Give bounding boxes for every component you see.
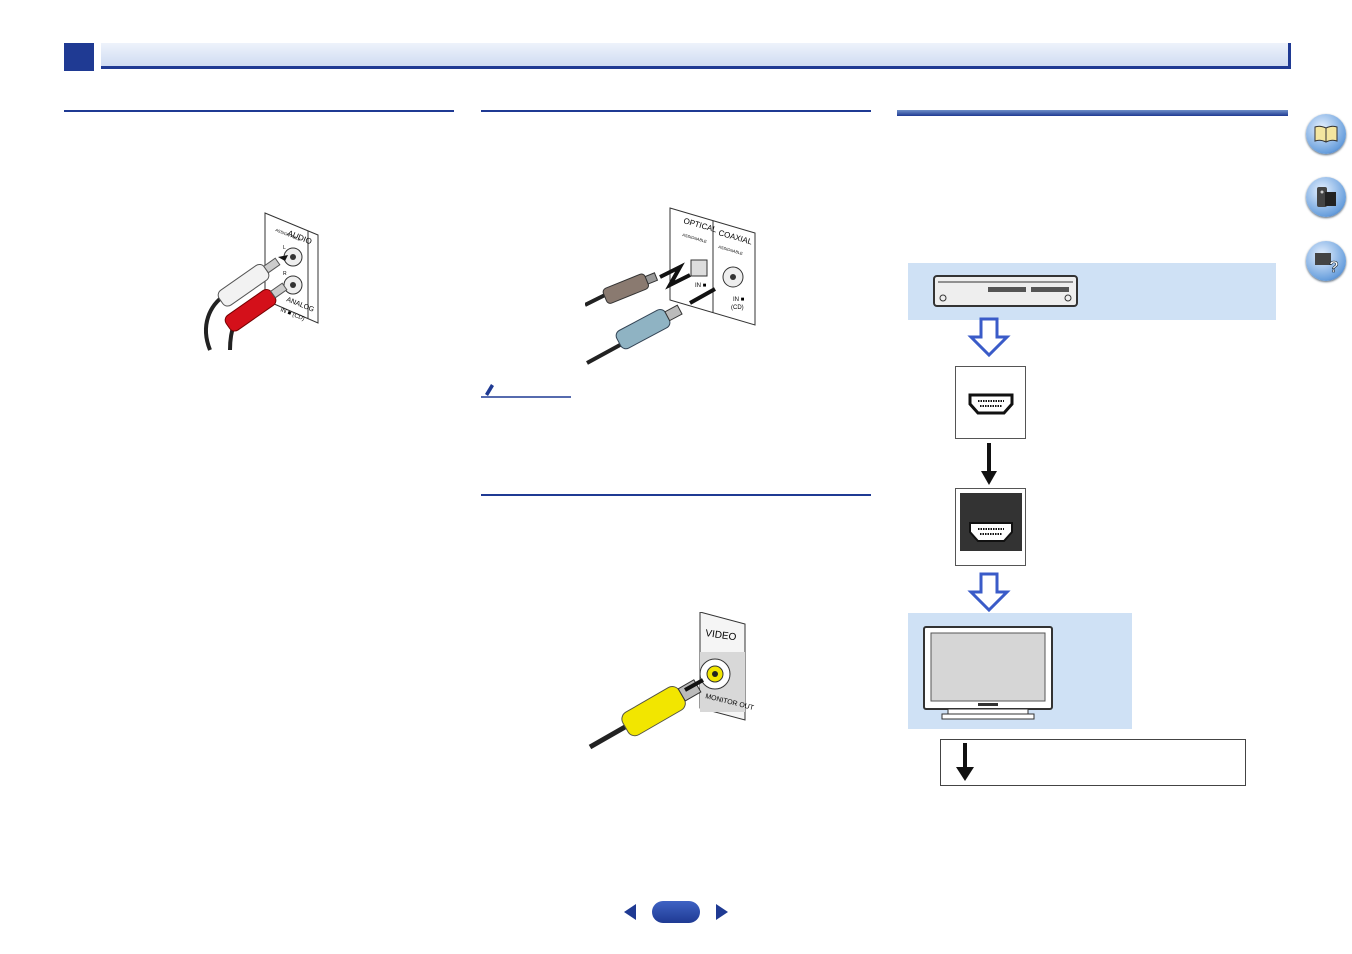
- optical-in-label: IN ■: [695, 283, 707, 289]
- section-rule-digital-audio: [481, 110, 871, 112]
- video-illustration: VIDEO MONITOR OUT: [585, 611, 755, 752]
- prev-page-button[interactable]: [622, 902, 638, 927]
- coaxial-assignable-label: ASSIGNABLE: [718, 244, 744, 256]
- audio-r-label: R: [283, 271, 287, 277]
- chapter-title-bar: [101, 43, 1291, 69]
- coaxial-cd-label: (CD): [731, 305, 744, 311]
- section-rule-video: [481, 494, 871, 496]
- book-icon[interactable]: [1306, 114, 1346, 154]
- section-rule-flow: [897, 110, 1288, 116]
- source-device-row: [908, 263, 1276, 320]
- video-label: VIDEO: [705, 628, 738, 643]
- audio-l-label: L: [283, 245, 286, 251]
- remote-icon[interactable]: [1306, 177, 1346, 217]
- coaxial-in-label: IN ■: [733, 297, 745, 303]
- note-icon: [481, 380, 571, 400]
- arrow-down-2: [956, 743, 974, 781]
- arrow-down-hollow-2: [967, 572, 1011, 613]
- tv-icon: [923, 626, 1053, 720]
- arrow-down-1: [981, 443, 997, 485]
- arrow-down-hollow-1: [967, 317, 1011, 358]
- section-rule-analog-audio: [64, 110, 454, 112]
- hdmi-port-icon-receiver: [969, 522, 1013, 542]
- digital-audio-illustration: OPTICAL ASSIGNABLE COAXIAL ASSIGNABLE IN…: [584, 205, 760, 365]
- next-step-box: [940, 739, 1246, 786]
- hdmi-in-connector-box: [955, 488, 1026, 566]
- next-page-button[interactable]: [714, 902, 730, 927]
- chapter-number-box: [64, 43, 94, 71]
- page-number-pill: [652, 901, 700, 923]
- analog-audio-illustration: AUDIO ASSIGN-ABLE L R ANALOG IN ■ (CD): [190, 205, 330, 355]
- optical-assignable-label: ASSIGNABLE: [682, 232, 708, 244]
- tv-row: [908, 613, 1132, 729]
- hdmi-out-connector-box: [955, 366, 1026, 439]
- svg-text:?: ?: [1329, 259, 1339, 275]
- bluray-player-icon: [933, 275, 1078, 307]
- faq-icon[interactable]: ?: [1306, 241, 1346, 281]
- hdmi-port-icon: [968, 393, 1014, 415]
